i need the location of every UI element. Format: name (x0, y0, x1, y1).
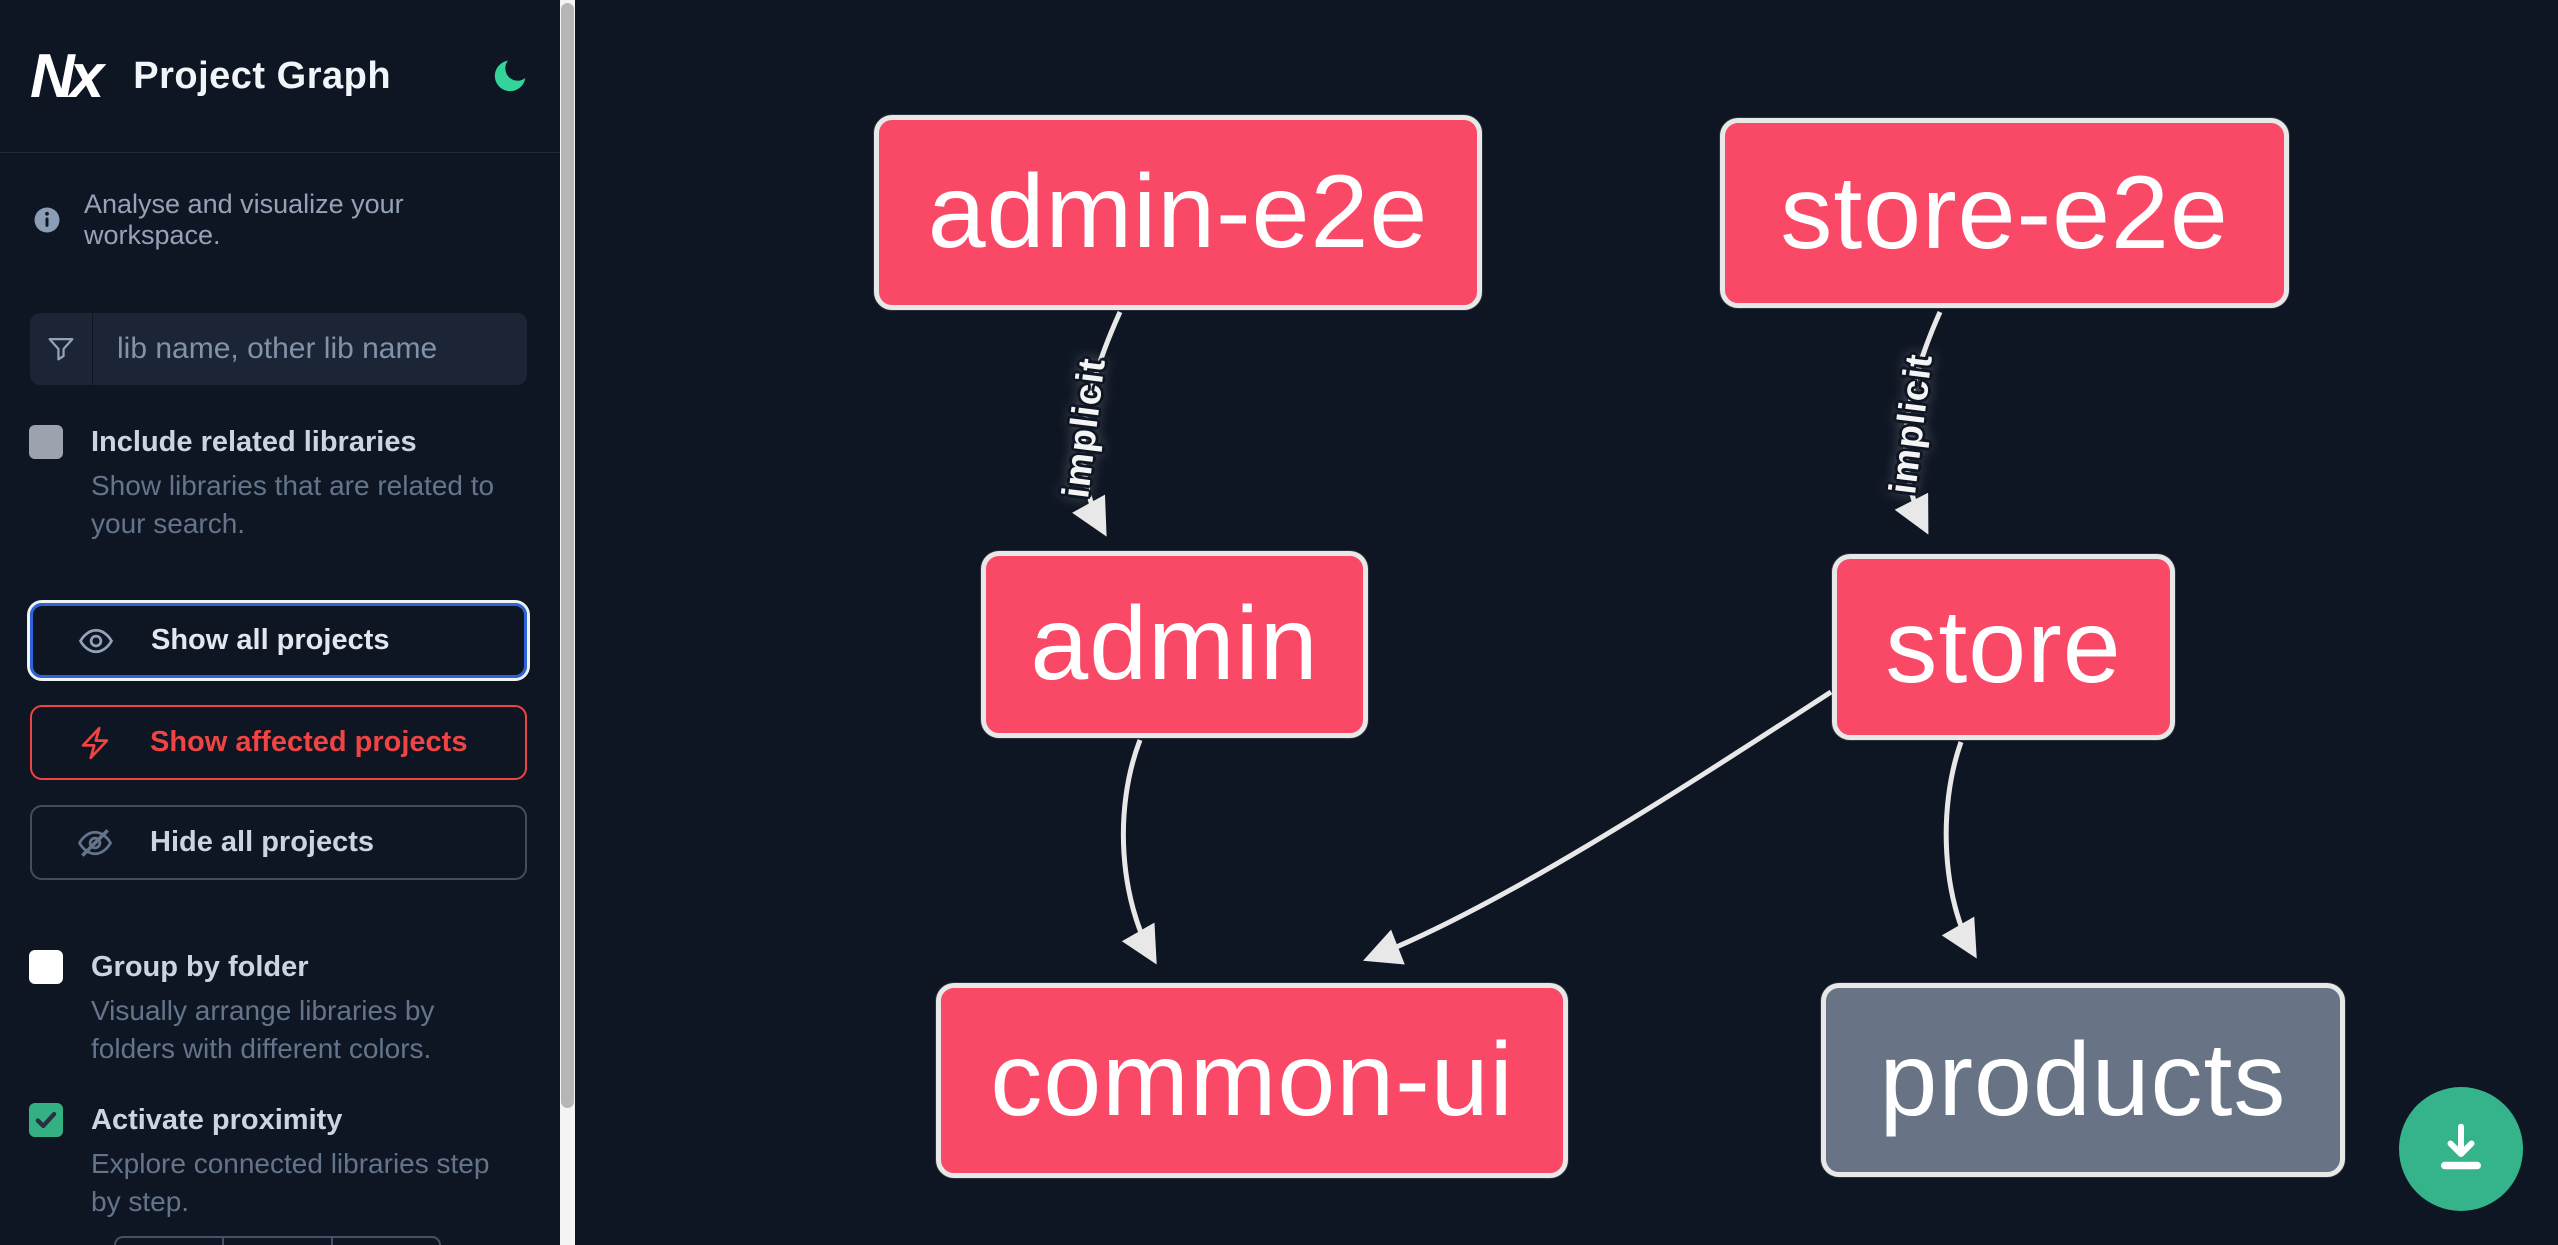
graph-node-store-e2e[interactable]: store-e2e (1720, 118, 2289, 308)
scrollbar-thumb[interactable] (561, 3, 574, 1108)
edge-admin-e2e-admin (1072, 310, 1123, 537)
graph-node-common-ui[interactable]: common-ui (936, 983, 1568, 1178)
toggle-label: Group by folder (91, 951, 309, 983)
nx-logo: Nx (30, 41, 104, 111)
segment-cell[interactable] (222, 1238, 330, 1245)
toggle-group-by-folder[interactable]: Group by folder Visually arrange librari… (29, 948, 499, 1068)
graph-node-store[interactable]: store (1832, 554, 2175, 740)
checkbox-include-related[interactable] (29, 425, 63, 459)
button-label: Show affected projects (150, 726, 468, 758)
toggle-label: Activate proximity (91, 1104, 343, 1136)
graph-node-admin-e2e[interactable]: admin-e2e (874, 115, 1482, 310)
theme-toggle-moon-icon[interactable] (490, 56, 530, 96)
download-graph-button[interactable] (2399, 1087, 2523, 1211)
node-label: store (1885, 588, 2122, 705)
edge-store-common-ui (1363, 689, 1833, 965)
eye-off-icon (76, 824, 114, 862)
button-label: Show all projects (151, 624, 390, 656)
node-label: admin (1030, 586, 1319, 702)
edge-admin-common-ui (1120, 739, 1157, 965)
bolt-icon (76, 724, 114, 762)
show-all-projects-button[interactable]: Show all projects (30, 603, 527, 678)
page-title: Project Graph (133, 54, 392, 97)
toggle-label: Include related libraries (91, 426, 417, 458)
edge-store-products (1941, 741, 1977, 959)
graph-node-admin[interactable]: admin (981, 551, 1368, 738)
graph-canvas[interactable]: implicit implicit admin-e2e store-e2e ad… (575, 0, 2558, 1245)
toggle-description: Explore connected libraries step by step… (91, 1148, 490, 1217)
sidebar-scrollbar[interactable] (560, 0, 575, 1245)
button-label: Hide all projects (150, 826, 375, 858)
search-input[interactable] (93, 313, 527, 385)
segment-cell[interactable] (116, 1238, 222, 1245)
node-label: admin-e2e (927, 154, 1429, 270)
toggle-include-related[interactable]: Include related libraries Show libraries… (29, 423, 499, 543)
edge-store-e2e-store (1894, 310, 1943, 535)
node-label: store-e2e (1780, 154, 2229, 271)
hide-all-projects-button[interactable]: Hide all projects (30, 805, 527, 880)
search-bar (30, 313, 527, 385)
segment-cell[interactable] (330, 1238, 439, 1245)
toggle-description: Show libraries that are related to your … (91, 470, 495, 539)
workspace-tagline: Analyse and visualize your workspace. (32, 189, 530, 251)
info-icon (32, 205, 62, 235)
checkbox-activate-proximity[interactable] (29, 1103, 63, 1137)
proximity-depth-segmented-control[interactable] (114, 1236, 441, 1245)
eye-icon (77, 622, 115, 660)
show-affected-projects-button[interactable]: Show affected projects (30, 705, 527, 780)
graph-node-products[interactable]: products (1821, 983, 2345, 1177)
node-label: common-ui (990, 1022, 1514, 1138)
sidebar-header: Nx Project Graph (0, 0, 560, 153)
download-icon (2431, 1118, 2491, 1181)
toggle-description: Visually arrange libraries by folders wi… (91, 995, 435, 1064)
checkbox-group-by-folder[interactable] (29, 950, 63, 984)
tagline-text: Analyse and visualize your workspace. (84, 189, 404, 250)
sidebar: Nx Project Graph Analyse and visualize y… (0, 0, 560, 1245)
toggle-activate-proximity[interactable]: Activate proximity Explore connected lib… (29, 1101, 499, 1221)
node-label: products (1879, 1021, 2287, 1138)
graph-edges (1072, 310, 1977, 965)
funnel-icon (30, 313, 93, 385)
